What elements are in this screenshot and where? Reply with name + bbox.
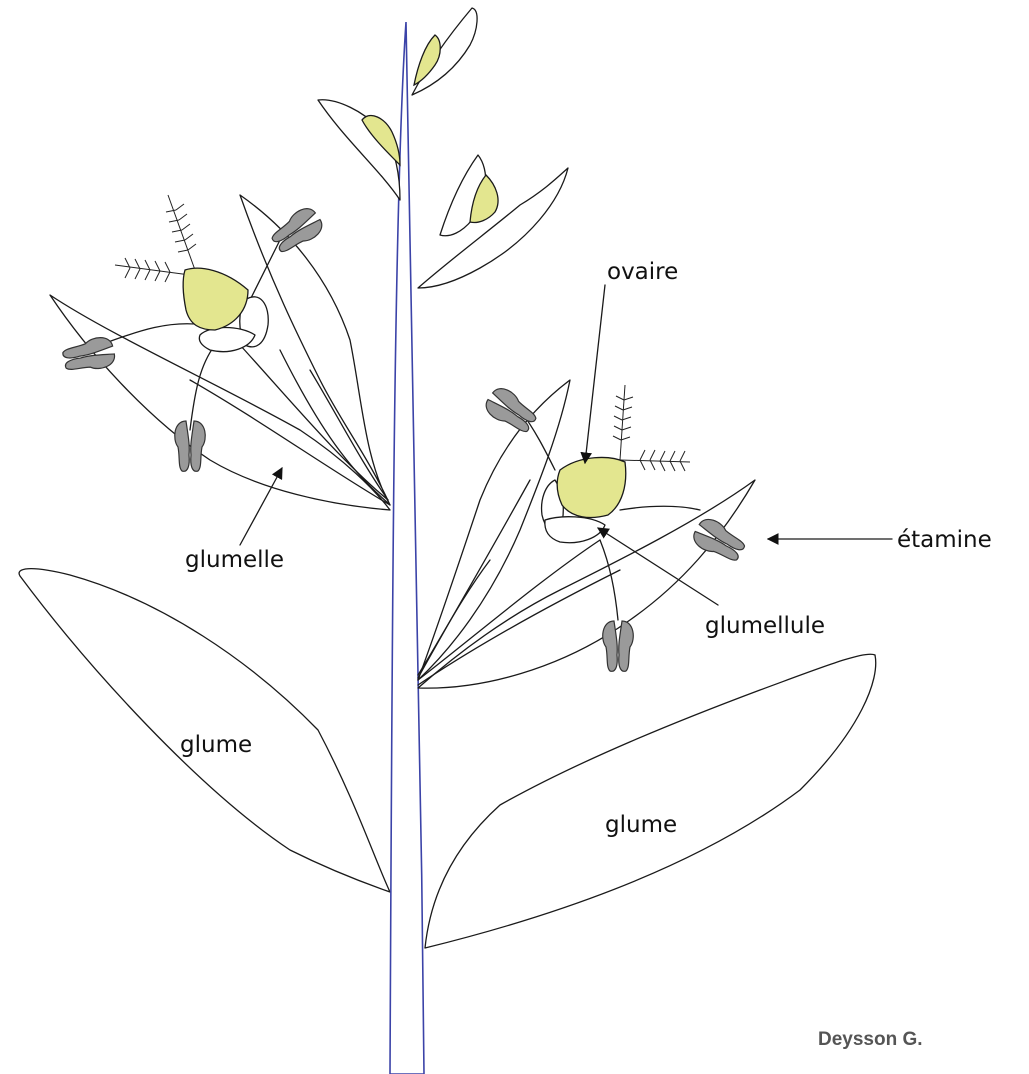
floret-left (50, 195, 390, 510)
ovary-left (183, 268, 248, 330)
ovary-right (557, 457, 626, 517)
glume-left (19, 569, 390, 892)
label-glumelle: glumelle (185, 547, 284, 573)
top-floret-left (318, 100, 400, 200)
lodicule-right-2 (545, 517, 605, 543)
label-glumellule: glumellule (705, 613, 825, 639)
label-etamine: étamine (897, 527, 992, 553)
lodicule-left-2 (199, 328, 255, 352)
stigma-right (613, 385, 690, 471)
arrow-ovaire (585, 285, 605, 463)
label-ovaire: ovaire (607, 259, 678, 285)
top-floret-upper (412, 8, 477, 95)
label-glume-right: glume (605, 812, 677, 838)
credit-text: Deysson G. (818, 1029, 923, 1050)
label-glume-left: glume (180, 732, 252, 758)
glume-right (425, 654, 876, 948)
top-floret-right (418, 155, 568, 288)
floret-right (418, 380, 755, 688)
stigma-left (115, 195, 196, 282)
